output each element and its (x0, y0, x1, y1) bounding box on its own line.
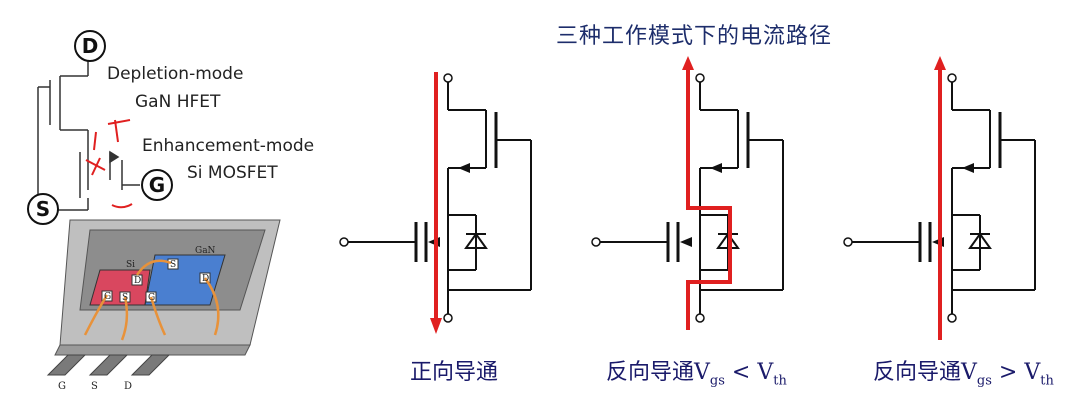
circuit-2-arrow (962, 163, 974, 173)
circuit-2-bottom-terminal (947, 313, 957, 323)
relation-less: < (724, 360, 758, 385)
caption-reverse-below: 反向导通Vgs < Vth (606, 354, 787, 388)
circuit-0-diode (464, 232, 488, 249)
pad-label-g2: G (148, 293, 156, 303)
page-title: 三种工作模式下的电流路径 (556, 24, 833, 49)
pad-label-s1: S (122, 293, 129, 303)
pad-label-s2: S (170, 260, 177, 270)
current-arrow-forward (430, 318, 442, 334)
current-path-reverse-below (686, 66, 732, 330)
source-terminal: S (27, 193, 59, 225)
vth-v: V (757, 360, 774, 385)
pad-label-d2: D (202, 274, 210, 284)
circuit-2-top-terminal (947, 73, 957, 83)
package-illustration (46, 219, 281, 376)
relation-greater: > (991, 360, 1025, 385)
circuit-0-gate-terminal (339, 237, 349, 247)
circuit-1-bottom-terminal (695, 313, 705, 323)
lead-label-d: D (124, 381, 133, 392)
circuit-0-bottom-terminal (443, 313, 453, 323)
enhancement-label-2: Si MOSFET (187, 163, 278, 183)
vth-sub-2: th (1040, 373, 1054, 389)
drain-terminal: D (74, 30, 106, 62)
gan-die-label: GaN (195, 246, 216, 256)
vgs-sub: gs (709, 373, 725, 389)
enhancement-label-1: Enhancement-mode (142, 136, 315, 156)
circuit-diagrams (339, 56, 1036, 340)
circuit-1-arrow (710, 163, 722, 173)
vth-sub: th (773, 373, 787, 389)
vgs-v-2: V (961, 360, 977, 385)
si-die-label: Si (126, 260, 136, 270)
circuit-1-mos-arrow (680, 237, 692, 247)
vth-v-2: V (1024, 360, 1041, 385)
depletion-label-2: GaN HFET (135, 92, 221, 112)
caption-reverse-above: 反向导通Vgs > Vth (873, 354, 1054, 388)
lead-label-g: G (58, 381, 66, 392)
pad-label-g1: G (104, 292, 112, 302)
cascode-schematic (37, 60, 140, 211)
lead-label-s: S (91, 381, 98, 392)
current-arrow-reverse-below (682, 56, 694, 70)
depletion-label-1: Depletion-mode (107, 64, 244, 84)
caption-reverse-above-text: 反向导通 (873, 360, 962, 385)
current-arrow-reverse-above (934, 56, 946, 70)
vgs-v: V (694, 360, 710, 385)
circuit-2-gate-terminal (843, 237, 853, 247)
gate-terminal: G (141, 169, 173, 201)
circuit-1-top-terminal (695, 73, 705, 83)
circuit-1-gate-terminal (591, 237, 601, 247)
caption-forward-text: 正向导通 (410, 360, 499, 385)
circuit-0-top-terminal (443, 73, 453, 83)
vgs-sub-2: gs (976, 373, 992, 389)
circuit-0-arrow (458, 163, 470, 173)
pad-label-d1: D (134, 276, 142, 286)
caption-reverse-below-text: 反向导通 (606, 360, 695, 385)
circuit-2-diode (968, 232, 992, 249)
caption-forward: 正向导通 (410, 354, 498, 386)
